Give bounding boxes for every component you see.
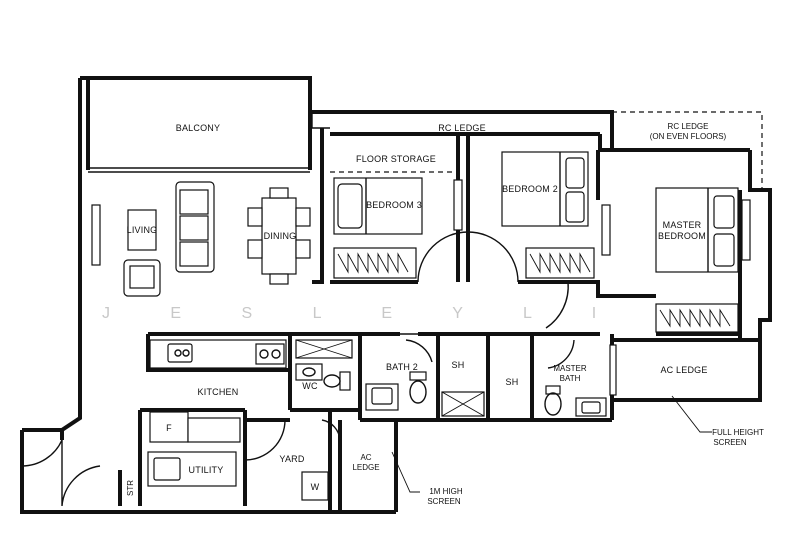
label-rc-ledge-even-2: (ON EVEN FLOORS) bbox=[650, 132, 727, 141]
annotations: FULL HEIGHT SCREEN 1M HIGH SCREEN bbox=[391, 395, 764, 506]
label-kitchen: KITCHEN bbox=[198, 387, 239, 397]
label-sh-2: SH bbox=[506, 377, 519, 387]
label-rc-ledge-even-1: RC LEDGE bbox=[668, 122, 709, 131]
interior-walls bbox=[118, 150, 740, 512]
label-bath-2: BATH 2 bbox=[386, 362, 418, 372]
label-balcony: BALCONY bbox=[176, 123, 220, 133]
label-bedroom-2: BEDROOM 2 bbox=[502, 184, 558, 194]
label-master-bedroom-2: BEDROOM bbox=[658, 231, 706, 241]
label-wc: WC bbox=[302, 381, 318, 391]
label-ac-ledge-right: AC LEDGE bbox=[660, 365, 707, 375]
windows bbox=[91, 179, 751, 396]
label-store: STR bbox=[126, 480, 135, 496]
note-full-height-1: FULL HEIGHT bbox=[712, 428, 764, 437]
label-fridge: F bbox=[166, 423, 172, 433]
note-1m-high-2: SCREEN bbox=[427, 497, 461, 506]
doors bbox=[21, 231, 575, 507]
furniture bbox=[123, 151, 739, 501]
note-1m-high-1: 1M HIGH bbox=[429, 487, 463, 496]
label-bedroom-3: BEDROOM 3 bbox=[366, 200, 422, 210]
room-labels: BALCONY RC LEDGE RC LEDGE (ON EVEN FLOOR… bbox=[126, 122, 727, 496]
label-utility: UTILITY bbox=[189, 465, 224, 475]
label-ac-ledge-bottom-2: LEDGE bbox=[352, 463, 379, 472]
label-master-bedroom-1: MASTER bbox=[663, 220, 702, 230]
label-rc-ledge: RC LEDGE bbox=[438, 123, 486, 133]
label-washer: W bbox=[311, 482, 320, 492]
watermark: J E S L E Y L I M bbox=[102, 305, 698, 322]
label-yard: YARD bbox=[279, 454, 304, 464]
label-ac-ledge-bottom-1: AC bbox=[360, 453, 371, 462]
label-master-bath-2: BATH bbox=[560, 374, 581, 383]
label-dining: DINING bbox=[264, 231, 297, 241]
label-master-bath-1: MASTER bbox=[553, 364, 587, 373]
label-living: LIVING bbox=[127, 225, 158, 235]
label-sh-1: SH bbox=[452, 360, 465, 370]
note-full-height-2: SCREEN bbox=[713, 438, 747, 447]
label-floor-storage: FLOOR STORAGE bbox=[356, 154, 436, 164]
